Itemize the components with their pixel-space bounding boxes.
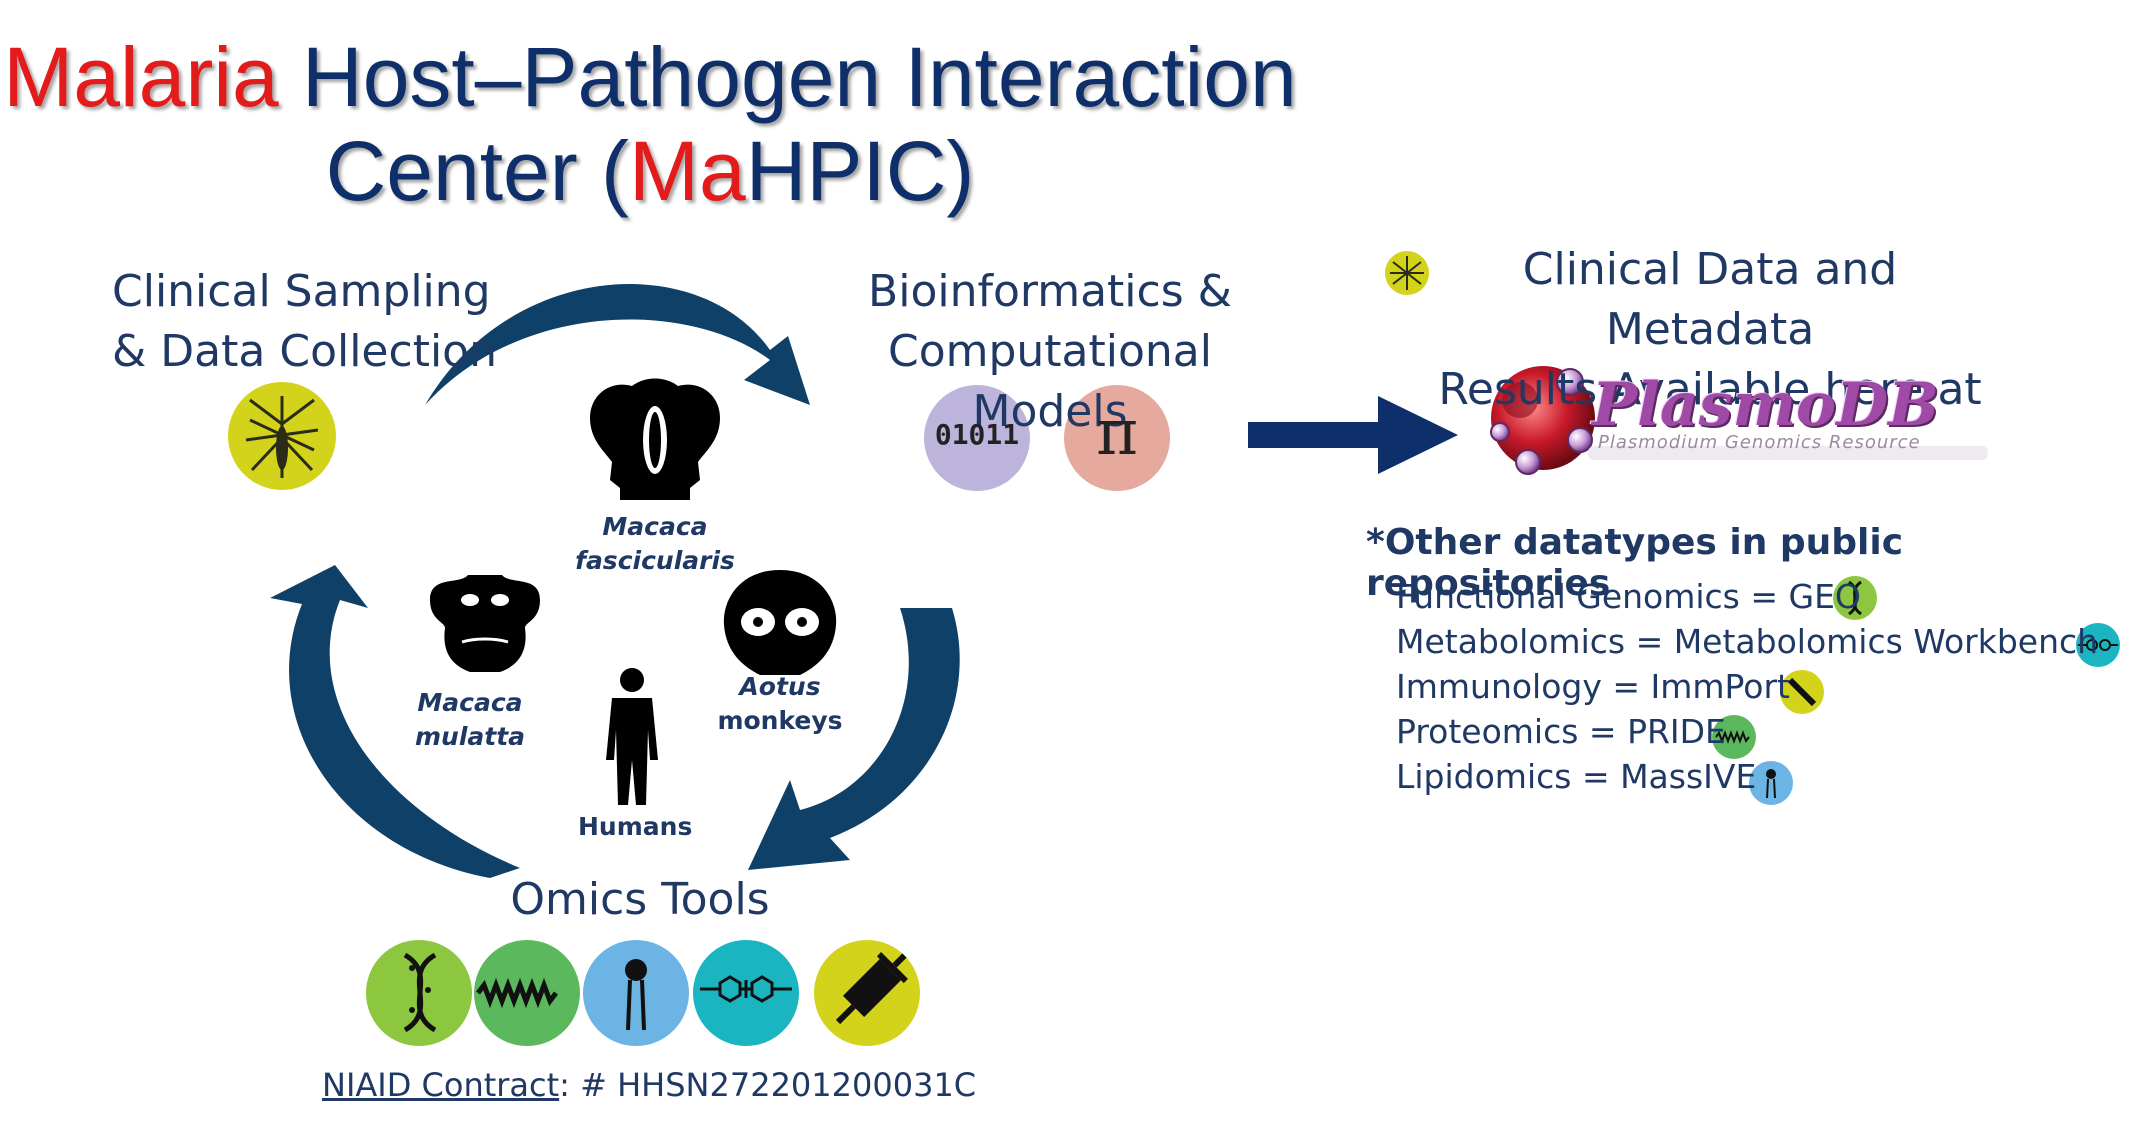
title-hpic: HPIC) bbox=[745, 124, 975, 218]
aotus-label: Aotus monkeys bbox=[710, 670, 850, 738]
mulatta-line-2: mulatta bbox=[414, 722, 526, 751]
syringe-small-icon bbox=[1780, 670, 1824, 714]
macaca-fascicularis-label: Macaca fascicularis bbox=[575, 512, 735, 575]
dna-icon bbox=[366, 940, 472, 1046]
lipid-small-icon bbox=[1749, 761, 1793, 805]
contract-info: NIAID Contract: # HHSN272201200031C bbox=[322, 1066, 976, 1104]
clinical-data-line-2: Results Available here at bbox=[1438, 364, 1982, 415]
plasmodb-name[interactable]: PlasmoDB bbox=[1592, 370, 1939, 440]
repository-item-geo: Functional Genomics = GEO bbox=[1396, 577, 1861, 616]
repository-item-massive: Lipidomics = MassIVE bbox=[1396, 757, 1757, 796]
aotus-icon bbox=[723, 570, 837, 675]
clinical-data-line-1: Clinical Data and Metadata bbox=[1522, 244, 1898, 355]
macaca-fascicularis-icon bbox=[590, 378, 720, 500]
humans-label: Humans bbox=[578, 812, 693, 841]
cycle-arrow-top bbox=[425, 284, 810, 405]
other-datatypes-heading: *Other datatypes in public repositories bbox=[1366, 522, 1904, 604]
aotus-line-1: Aotus bbox=[739, 672, 821, 701]
repository-item-metabolomics: Metabolomics = Metabolomics Workbench bbox=[1396, 622, 2099, 661]
protein-icon bbox=[474, 940, 580, 1046]
binary-icon bbox=[924, 385, 1030, 491]
clinical-label-line-1: Clinical Sampling bbox=[112, 266, 491, 317]
title-line-1-rest: Host–Pathogen Interaction bbox=[278, 30, 1297, 124]
macaca-mulatta-label: Macaca mulatta bbox=[410, 686, 530, 754]
clinical-sampling-label: Clinical Sampling & Data Collection bbox=[112, 262, 497, 382]
clinical-label-line-2: & Data Collection bbox=[112, 326, 497, 377]
repository-item-pride: Proteomics = PRIDE bbox=[1396, 712, 1726, 751]
molecule-icon bbox=[693, 940, 799, 1046]
binary-text: 01011 bbox=[934, 418, 1020, 451]
syringe-icon bbox=[814, 940, 920, 1046]
pi-text: π bbox=[1095, 396, 1139, 470]
mosquito-icon bbox=[228, 382, 336, 490]
contract-number: : # HHSN272201200031C bbox=[559, 1066, 977, 1104]
page-title: Malaria Host–Pathogen Interaction Center… bbox=[0, 30, 1300, 218]
bioinf-label-line-2: Computational Models bbox=[887, 326, 1212, 437]
mulatta-line-1: Macaca bbox=[417, 688, 523, 717]
plasmodb-subtitle: Plasmodium Genomics Resource bbox=[1598, 432, 1921, 453]
repository-item-immport: Immunology = ImmPort bbox=[1396, 667, 1790, 706]
title-ma: Ma bbox=[629, 124, 746, 218]
title-line-1: Malaria Host–Pathogen Interaction bbox=[0, 30, 1300, 124]
pi-icon bbox=[1064, 385, 1170, 491]
protein-small-icon bbox=[1712, 715, 1756, 759]
title-malaria: Malaria bbox=[3, 30, 279, 124]
dna-small-icon bbox=[1833, 576, 1877, 620]
lipid-icon bbox=[583, 940, 689, 1046]
clinical-data-label: Clinical Data and Metadata Results Avail… bbox=[1430, 240, 1990, 420]
plasmodb-logo-icon bbox=[1490, 366, 1988, 475]
molecule-small-icon bbox=[2076, 623, 2120, 667]
cycle-arrow-right bbox=[748, 608, 960, 870]
title-center: Center ( bbox=[325, 124, 630, 218]
mosquito-small-icon bbox=[1385, 251, 1429, 295]
aotus-line-2: monkeys bbox=[717, 706, 843, 735]
bioinf-label-line-1: Bioinformatics & bbox=[868, 266, 1232, 317]
contract-link[interactable]: NIAID Contract bbox=[322, 1066, 560, 1104]
title-line-2: Center (MaHPIC) bbox=[0, 124, 1300, 218]
repository-list: Functional Genomics = GEO Metabolomics =… bbox=[1396, 574, 2098, 799]
macaca-mulatta-icon bbox=[430, 575, 540, 672]
human-icon bbox=[606, 668, 658, 805]
omics-tools-label: Omics Tools bbox=[510, 874, 770, 925]
cycle-arrow-left bbox=[270, 565, 520, 878]
bioinformatics-label: Bioinformatics & Computational Models bbox=[820, 262, 1280, 442]
arrow-to-plasmodb bbox=[1248, 396, 1458, 474]
